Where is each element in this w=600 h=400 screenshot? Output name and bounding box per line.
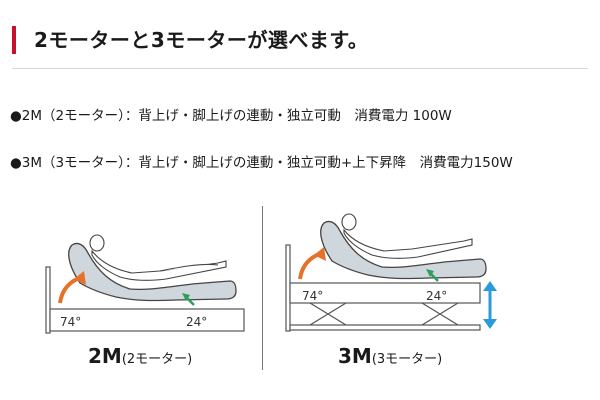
back-raise-arrowhead	[74, 271, 86, 285]
leg-raise-arrowhead	[426, 269, 434, 277]
back-angle-label: 74°	[60, 315, 81, 329]
back-raise-arrowhead	[314, 247, 326, 261]
bed-3m-illustration: 74° 24°	[285, 213, 497, 332]
bed-2m-illustration: 74° 24°	[45, 234, 245, 334]
accent-bar	[12, 26, 16, 54]
page-title: 2モーターと3モーターが選べます。	[34, 28, 369, 52]
model-label: 3M	[338, 344, 372, 368]
back-angle-label: 74°	[302, 289, 323, 303]
feature-item-2m: ●2M（2モーター）：背上げ・脚上げの連動・独立可動 消費電力 100W	[10, 104, 452, 124]
person-lying	[89, 234, 227, 281]
mattress-articulated	[68, 242, 237, 302]
bed-frame	[285, 244, 481, 332]
height-adjust-arrow	[483, 281, 497, 329]
leg-angle-label: 24°	[426, 289, 447, 303]
bed-frame	[45, 266, 245, 334]
leg-angle-label: 24°	[186, 315, 207, 329]
feature-text: 2M（2モーター）：背上げ・脚上げの連動・独立可動 消費電力 100W	[21, 108, 452, 124]
feature-item-3m: ●3M（3モーター）：背上げ・脚上げの連動・独立可動+上下昇降 消費電力150W	[10, 151, 513, 171]
caption-3m: 3M(3モーター)	[338, 344, 442, 368]
divider	[262, 206, 263, 370]
person-lying	[341, 213, 473, 259]
bullet-icon: ●	[10, 155, 22, 171]
model-desc: (2モーター)	[121, 352, 193, 367]
caption-2m: 2M(2モーター)	[88, 344, 192, 368]
bullet-icon: ●	[10, 108, 22, 124]
mattress-articulated	[320, 220, 487, 280]
model-desc: (3モーター)	[371, 352, 443, 367]
leg-raise-arrowhead	[182, 293, 190, 301]
feature-text: 3M（3モーター）：背上げ・脚上げの連動・独立可動+上下昇降 消費電力150W	[21, 155, 513, 171]
model-label: 2M	[88, 344, 122, 368]
section-header: 2モーターと3モーターが選べます。	[12, 22, 588, 69]
